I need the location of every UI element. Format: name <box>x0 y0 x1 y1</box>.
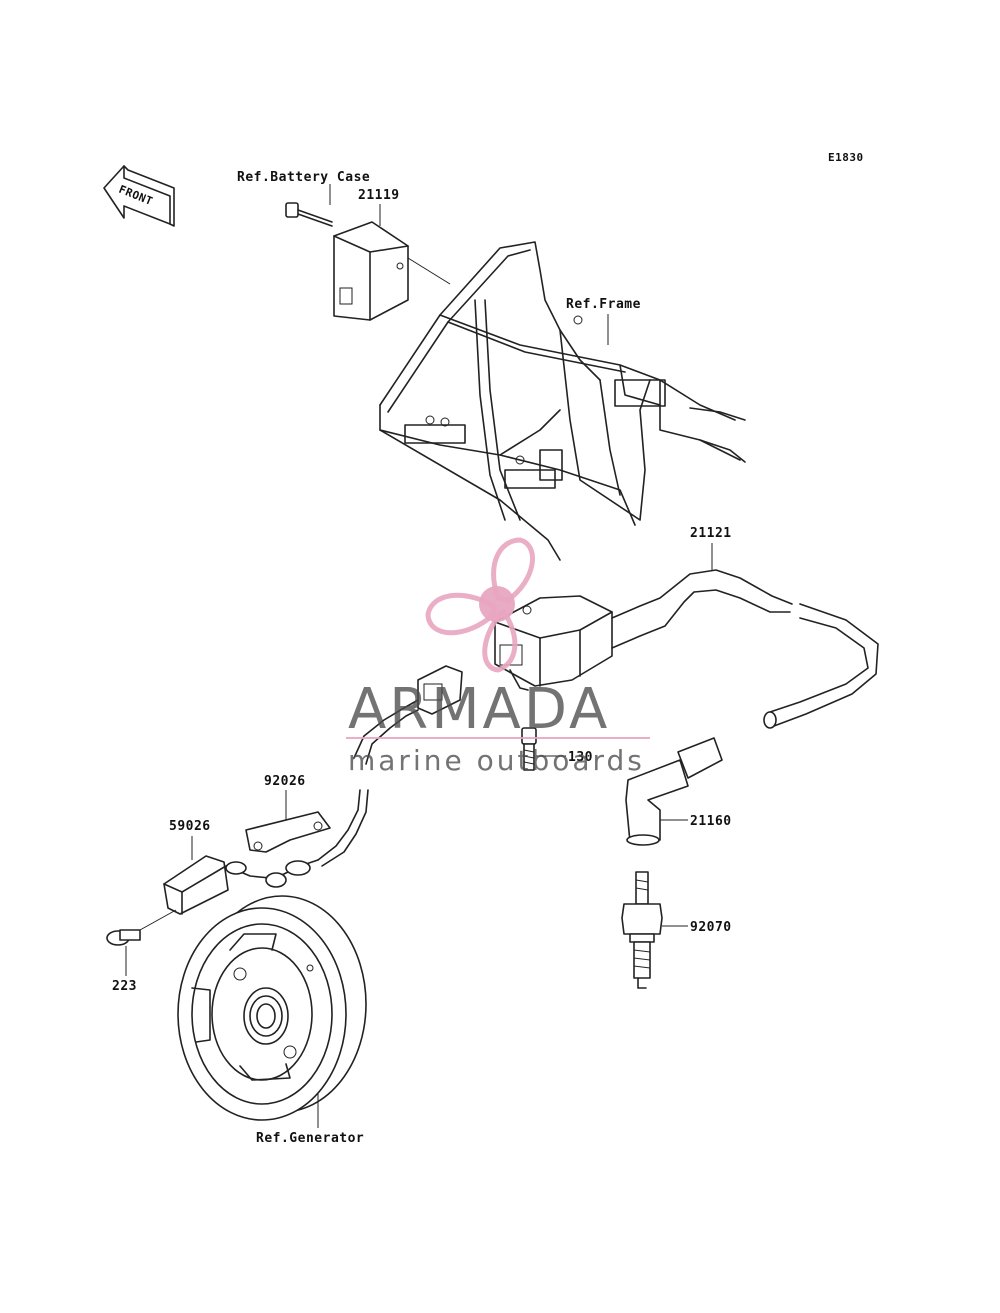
screw-223 <box>106 929 141 976</box>
clamp-part-number: 92026 <box>264 774 306 789</box>
ignition-coil <box>494 569 879 729</box>
pickup-coil <box>139 855 247 931</box>
bolt-130 <box>521 727 566 771</box>
propeller-hub <box>479 586 515 622</box>
diagram-code: E1830 <box>828 151 864 164</box>
wire-clamp <box>245 811 331 853</box>
spark-plug <box>621 871 688 989</box>
front-arrow-icon: FRONT <box>103 165 175 227</box>
igniter-part-number: 21119 <box>358 188 400 203</box>
plug-cap-part-number: 21160 <box>690 814 732 829</box>
armada-watermark: ARMADA marine outboards <box>346 537 650 777</box>
spark-plug-cap <box>625 737 723 846</box>
watermark-tagline: marine outboards <box>348 744 645 777</box>
spark-plug-part-number: 92070 <box>690 920 732 935</box>
wire-harness <box>235 665 463 888</box>
bolt-part-number: 130 <box>568 750 593 765</box>
frame-label: Ref.Frame <box>566 297 641 312</box>
ignition-coil-part-number: 21121 <box>690 526 732 541</box>
pickup-coil-part-number: 59026 <box>169 819 211 834</box>
igniter-unit <box>285 202 451 321</box>
generator-label: Ref.Generator <box>256 1131 364 1146</box>
frame-assembly <box>379 241 746 561</box>
screw-part-number: 223 <box>112 979 137 994</box>
generator-flywheel <box>177 895 367 1128</box>
watermark-brand: ARMADA <box>348 677 610 742</box>
propeller-logo-icon <box>425 537 535 673</box>
battery-case-label: Ref.Battery Case <box>237 170 370 185</box>
